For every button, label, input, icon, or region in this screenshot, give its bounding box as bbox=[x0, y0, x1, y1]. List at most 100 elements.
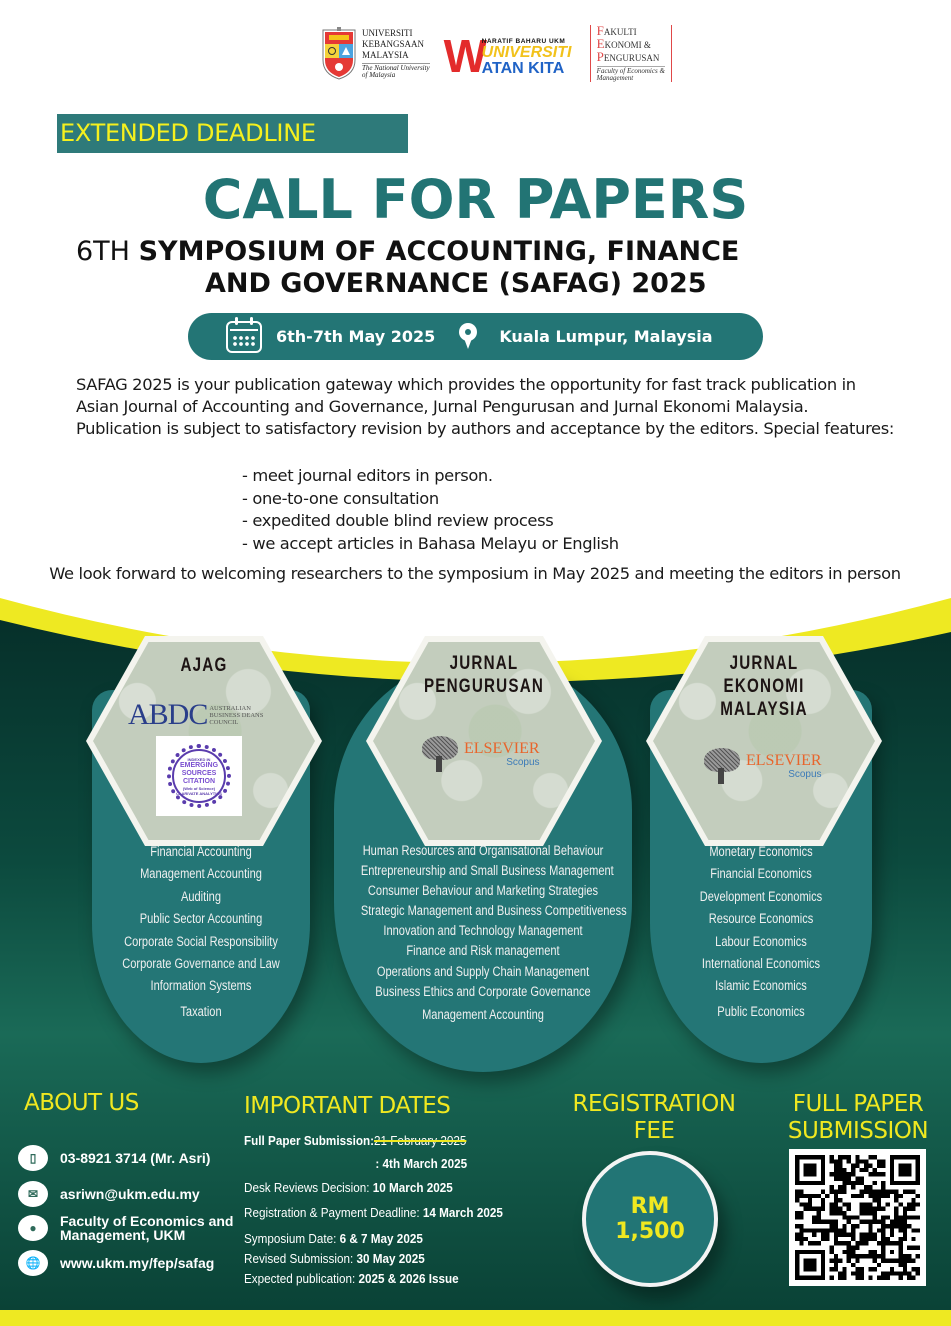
welcome-text: We look forward to welcoming researchers… bbox=[49, 564, 901, 583]
fep-tagline-1: Faculty of Economics & bbox=[596, 66, 665, 75]
uwk-watan-kita: ATAN KITA bbox=[481, 60, 565, 77]
date-item: Revised Submission: 30 May 2025 bbox=[244, 1251, 425, 1266]
header-logos: UNIVERSITI KEBANGSAAN MALAYSIA The Natio… bbox=[320, 22, 690, 84]
abdc-logo: ABDC AUSTRALIAN BUSINESS DEANS COUNCIL bbox=[128, 698, 263, 732]
fep-tagline: Faculty of Economics & Management bbox=[596, 65, 665, 82]
symposium-title-line-2: AND GOVERNANCE (SAFAG) 2025 bbox=[205, 268, 707, 299]
submission-qr-code[interactable] bbox=[789, 1149, 926, 1286]
fep-tagline-2: Management bbox=[596, 73, 634, 82]
topic-item: Consumer Behaviour and Marketing Strateg… bbox=[367, 883, 599, 899]
registration-fee-badge: RM 1,500 bbox=[582, 1151, 718, 1287]
ukm-line-1: UNIVERSITI bbox=[362, 27, 413, 38]
ukm-crest-icon bbox=[322, 27, 356, 80]
scopus-wordmark: Scopus bbox=[506, 756, 540, 768]
topic-item: Human Resources and Organisational Behav… bbox=[362, 843, 604, 858]
topic-item: Islamic Economics bbox=[715, 978, 807, 994]
topic-item: Taxation bbox=[180, 1003, 222, 1019]
topic-item: Development Economics bbox=[699, 888, 823, 904]
date-item: Registration & Payment Deadline: 14 Marc… bbox=[244, 1205, 503, 1220]
esci-seal-icon: INDEXED IN EMERGING SOURCES CITATION (We… bbox=[167, 744, 231, 808]
ajag-badge: AJAG ABDC AUSTRALIAN BUSINESS DEANS COUN… bbox=[86, 636, 322, 846]
ukm-line-2: KEBANGSAAN bbox=[362, 38, 425, 49]
calendar-icon bbox=[226, 316, 262, 353]
topic-item: Public Sector Accounting bbox=[139, 911, 263, 927]
important-dates-list: Full Paper Submission:21 February 2025 :… bbox=[244, 1133, 532, 1291]
jurnal-pengurusan-topics-list: Human Resources and Organisational Behav… bbox=[334, 841, 632, 1025]
ukm-logo: UNIVERSITI KEBANGSAAN MALAYSIA The Natio… bbox=[320, 26, 430, 80]
globe-icon: 🌐 bbox=[18, 1250, 48, 1276]
abdc-subtitle: AUSTRALIAN BUSINESS DEANS COUNCIL bbox=[209, 704, 264, 726]
topic-item: Corporate Social Responsibility bbox=[124, 933, 278, 949]
event-location: Kuala Lumpur, Malaysia bbox=[499, 327, 713, 346]
jurnal-ekonomi-topics-list: Monetary Economics Financial Economics D… bbox=[650, 841, 872, 1023]
extended-deadline-banner: EXTENDED DEADLINE bbox=[57, 114, 408, 153]
topic-item: Management Accounting bbox=[422, 1006, 544, 1022]
ajag-topics-list: Financial Accounting Management Accounti… bbox=[92, 841, 310, 1023]
topic-item: Business Ethics and Corporate Governance bbox=[375, 983, 591, 999]
topic-item: Entrepreneurship and Small Business Mana… bbox=[360, 863, 614, 879]
feature-item: - meet journal editors in person. bbox=[242, 466, 493, 485]
event-dates: 6th-7th May 2025 bbox=[276, 327, 436, 346]
topic-item: Finance and Risk management bbox=[406, 943, 560, 959]
ukm-tagline: The National University of Malaysia bbox=[362, 62, 430, 79]
jurnal-pengurusan-badge: JURNAL PENGURUSAN ELSEVIER Scopus bbox=[366, 636, 602, 846]
call-for-papers-title: CALL FOR PAPERS bbox=[202, 168, 749, 231]
uwk-universiti: UNIVERSITI bbox=[481, 44, 572, 61]
intro-paragraph: SAFAG 2025 is your publication gateway w… bbox=[76, 375, 894, 438]
mail-icon: ✉ bbox=[18, 1181, 48, 1207]
old-deadline: 21 February 2025 bbox=[374, 1133, 467, 1148]
fep-line-1: FAKULTI bbox=[596, 22, 637, 38]
universiti-watan-kita-logo: W NARATIF BAHARU UKM UNIVERSITI ATAN KIT… bbox=[444, 28, 576, 79]
location-pin-icon bbox=[459, 322, 478, 351]
registration-fee-heading: REGISTRATION FEE bbox=[572, 1091, 736, 1144]
about-us-heading: ABOUT US bbox=[24, 1090, 139, 1116]
fep-logo: FAKULTI EKONOMI & PENGURUSAN Faculty of … bbox=[589, 22, 672, 82]
elsevier-wordmark: ELSEVIER bbox=[464, 739, 540, 757]
address-text: Faculty of Economics and Management, UKM bbox=[60, 1213, 234, 1243]
important-dates-heading: IMPORTANT DATES bbox=[244, 1093, 451, 1119]
website-link[interactable]: www.ukm.my/fep/safag bbox=[60, 1255, 215, 1271]
full-paper-submission-heading: FULL PAPER SUBMISSION bbox=[787, 1091, 929, 1144]
elsevier-tree-icon bbox=[702, 748, 742, 784]
fep-line-2: EKONOMI & bbox=[596, 35, 651, 51]
topic-item: Information Systems bbox=[150, 978, 252, 994]
abdc-wordmark: ABDC bbox=[128, 698, 208, 731]
contact-email[interactable]: ✉ asriwn@ukm.edu.my bbox=[18, 1181, 200, 1207]
date-item-new-deadline: : 4th March 2025 bbox=[375, 1156, 468, 1171]
scopus-wordmark: Scopus bbox=[788, 768, 822, 780]
special-features-list: - meet journal editors in person. - one-… bbox=[242, 465, 619, 555]
topic-item: Financial Accounting bbox=[150, 844, 252, 859]
bottom-yellow-bar bbox=[0, 1310, 951, 1326]
jurnal-pengurusan-title: JURNAL PENGURUSAN bbox=[423, 653, 545, 697]
feature-item: - one-to-one consultation bbox=[242, 488, 439, 508]
feature-item: - we accept articles in Bahasa Melayu or… bbox=[242, 533, 619, 553]
ukm-tagline-2: of Malaysia bbox=[362, 70, 396, 79]
topic-item: Auditing bbox=[180, 888, 222, 904]
symposium-title-line-1: SYMPOSIUM OF ACCOUNTING, FINANCE bbox=[138, 236, 740, 267]
topic-item: International Economics bbox=[701, 956, 821, 972]
topic-item: Innovation and Technology Management bbox=[383, 923, 583, 939]
location-pin-icon: ● bbox=[18, 1215, 48, 1241]
phone-icon: ▯ bbox=[18, 1145, 48, 1171]
qr-code-icon bbox=[795, 1155, 920, 1280]
ajag-title: AJAG bbox=[180, 655, 228, 676]
jurnal-ekonomi-malaysia-title: JURNAL EKONOMI MALAYSIA bbox=[720, 653, 808, 720]
topic-item: Labour Economics bbox=[715, 933, 807, 949]
topic-item: Resource Economics bbox=[708, 911, 814, 927]
contact-phone: ▯ 03-8921 3714 (Mr. Asri) bbox=[18, 1145, 210, 1171]
elsevier-scopus-logo: ELSEVIER Scopus bbox=[702, 748, 822, 784]
fee-currency: RM bbox=[630, 1194, 670, 1219]
topic-item: Monetary Economics bbox=[709, 844, 813, 859]
jurnal-ekonomi-malaysia-badge: JURNAL EKONOMI MALAYSIA ELSEVIER Scopus bbox=[646, 636, 882, 846]
event-info-pill: 6th-7th May 2025 Kuala Lumpur, Malaysia bbox=[188, 313, 763, 360]
contact-website[interactable]: 🌐 www.ukm.my/fep/safag bbox=[18, 1250, 214, 1276]
topic-item: Strategic Management and Business Compet… bbox=[360, 903, 627, 919]
date-item: Expected publication: 2025 & 2026 Issue bbox=[244, 1271, 459, 1286]
email-address[interactable]: asriwn@ukm.edu.my bbox=[60, 1186, 200, 1202]
uwk-tagline: NARATIF BAHARU UKM bbox=[481, 38, 566, 45]
phone-number: 03-8921 3714 (Mr. Asri) bbox=[60, 1150, 211, 1166]
fep-line-3: PENGURUSAN bbox=[596, 48, 660, 64]
topic-item: Management Accounting bbox=[140, 866, 262, 882]
ukm-wordmark: UNIVERSITI KEBANGSAAN MALAYSIA The Natio… bbox=[362, 28, 430, 79]
fee-amount: 1,500 bbox=[615, 1219, 685, 1244]
